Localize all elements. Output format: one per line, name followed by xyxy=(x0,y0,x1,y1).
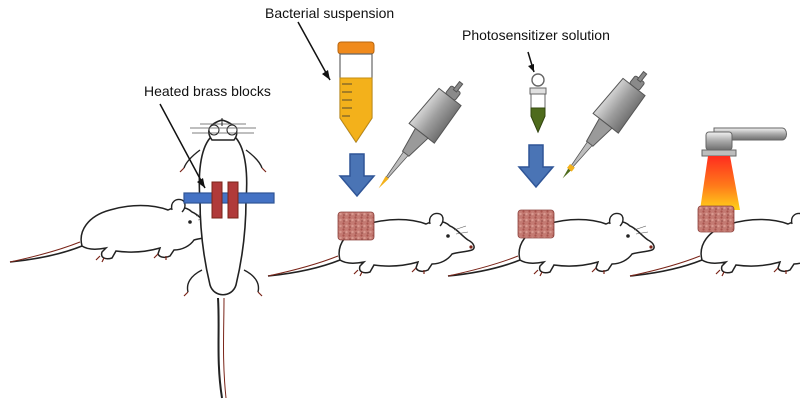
label-pointer-line xyxy=(159,103,206,189)
label-photosensitizer-solution: Photosensitizer solution xyxy=(462,27,610,43)
eppendorf-tube-icon xyxy=(529,73,547,134)
down-arrow-icon-1 xyxy=(339,153,375,197)
wound-tissue-icon-3 xyxy=(697,205,735,233)
wound-tissue-icon-1 xyxy=(337,211,375,241)
rat-top-view-icon xyxy=(179,118,267,399)
pipette-icon-1 xyxy=(374,72,475,189)
pipette-icon-2 xyxy=(558,62,659,179)
down-arrow-icon-2 xyxy=(518,144,554,188)
light-source-icon xyxy=(700,127,787,210)
wound-tissue-icon-2 xyxy=(517,209,555,239)
centrifuge-tube-icon xyxy=(337,41,375,144)
label-heated-brass-blocks: Heated brass blocks xyxy=(144,83,271,99)
label-bacterial-suspension: Bacterial suspension xyxy=(265,5,395,21)
heated-brass-blocks xyxy=(183,181,275,219)
rat-icon-1 xyxy=(9,198,217,263)
